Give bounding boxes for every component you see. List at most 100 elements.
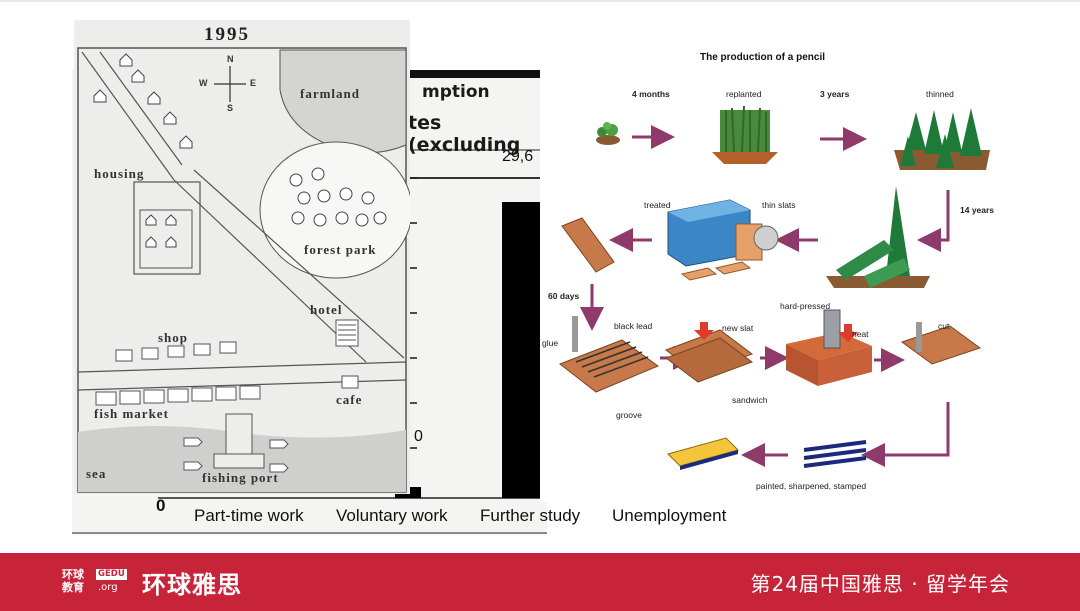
label-cafe: cafe — [336, 392, 363, 407]
footer-banner: 环球 教育 GEDU .org 环球雅思 第24届中国雅思 · 留学年会 — [0, 553, 1080, 611]
map-svg — [77, 47, 410, 493]
tree — [291, 211, 305, 225]
tree — [335, 211, 349, 225]
hotel-building — [335, 319, 359, 347]
shop-unit — [219, 341, 237, 354]
logo-org: .org — [98, 582, 118, 593]
x-label-part-time: Part-time work — [194, 506, 304, 525]
label-cut: cut — [938, 321, 950, 331]
arrow-down-left — [861, 402, 950, 467]
tree — [317, 189, 331, 203]
label-black-lead: black lead — [614, 321, 653, 331]
compass-rose — [214, 66, 246, 102]
main-road-edge — [173, 179, 367, 363]
label-hotel: hotel — [310, 302, 343, 317]
bar-data-label-further: 29,6 — [502, 148, 534, 165]
map-year: 1995 — [204, 24, 250, 45]
logo-line2: 教育 — [62, 581, 84, 594]
x-label-voluntary: Voluntary work — [336, 506, 448, 525]
x-label-further: Further study — [480, 506, 581, 525]
label-farmland: farmland — [300, 86, 360, 101]
top-divider — [0, 0, 1080, 2]
farmland-area — [279, 49, 407, 154]
finished-pencils-illustration — [803, 440, 867, 468]
chart-header-line1: mption — [422, 82, 490, 102]
label-3-years: 3 years — [820, 89, 850, 99]
house — [93, 89, 107, 103]
chart-header-line2: tes (excluding — [408, 112, 521, 156]
process-svg — [558, 105, 990, 470]
pier — [225, 413, 253, 459]
coast-road-edge — [77, 361, 407, 373]
x-label-unemployment: Unemployment — [612, 506, 727, 525]
label-glue: glue — [542, 338, 559, 348]
bar-group — [395, 202, 547, 498]
cut-slats-illustration — [900, 322, 982, 365]
event-title: 第24届中国雅思 · 留学年会 — [750, 572, 1010, 596]
label-4-months: 4 months — [632, 89, 670, 99]
market-stall — [239, 385, 261, 400]
label-housing: housing — [94, 166, 145, 181]
map-card: 1995 N W E S farmland housing forest par… — [74, 20, 410, 494]
house — [165, 214, 177, 226]
tree — [355, 213, 369, 227]
road-edge — [81, 51, 175, 181]
compass-n: N — [227, 54, 234, 64]
logo-gedu-badge: GEDU — [96, 569, 127, 580]
label-replanted: replanted — [726, 89, 762, 99]
bar-further-study — [502, 202, 547, 498]
label-60-days: 60 days — [548, 291, 580, 301]
boat — [183, 461, 203, 471]
treated-slat-illustration — [561, 217, 615, 273]
tree — [289, 173, 303, 187]
felled-trees-illustration — [826, 186, 930, 288]
replanted-illustration — [712, 105, 778, 164]
main-road-edge — [193, 169, 405, 359]
label-sandwich: sandwich — [732, 395, 768, 405]
label-thin-slats: thin slats — [762, 200, 796, 210]
label-new-slat: new slat — [722, 323, 754, 333]
compass-e: E — [250, 78, 257, 88]
house — [119, 53, 133, 67]
house — [145, 236, 157, 248]
road-edge — [99, 51, 183, 166]
boat — [269, 463, 289, 473]
logo-text: 环球 教育 — [62, 568, 84, 594]
compass-w: W — [199, 78, 208, 88]
market-stall — [143, 389, 165, 404]
label-fish-market: fish market — [94, 406, 169, 421]
label-treated: treated — [644, 200, 671, 210]
process-title: The production of a pencil — [700, 52, 825, 63]
label-heat: heat — [852, 329, 869, 339]
chart-header-bar — [408, 70, 547, 78]
label-thinned: thinned — [926, 89, 954, 99]
tree — [339, 187, 353, 201]
tree — [297, 191, 311, 205]
seedling-illustration — [596, 122, 620, 145]
y-zero-label: 0 — [156, 496, 166, 515]
label-sea: sea — [86, 466, 107, 481]
bar-data-label-voluntary: 0 — [414, 428, 423, 445]
label-shop: shop — [158, 330, 189, 345]
logo-line1: 环球 — [62, 568, 84, 581]
tree — [311, 167, 325, 181]
house — [147, 91, 161, 105]
shop-unit — [193, 343, 211, 356]
shop-unit — [115, 349, 133, 362]
label-groove: groove — [616, 410, 642, 420]
thinned-illustration — [894, 108, 990, 170]
market-stall — [191, 387, 213, 402]
market-stall — [119, 390, 141, 405]
treatment-machine-illustration — [667, 199, 779, 281]
brand-name: 环球雅思 — [142, 571, 242, 599]
house — [131, 69, 145, 83]
market-stall — [95, 391, 117, 406]
label-forest-park: forest park — [304, 242, 377, 257]
label-14-years: 14 years — [960, 205, 995, 215]
new-slat-illustration — [664, 322, 754, 383]
grooved-slat-illustration — [558, 316, 660, 393]
process-card: The production of a pencil 4 months repl… — [540, 40, 1010, 502]
arrow-down-left — [917, 190, 950, 252]
label-painted: painted, sharpened, stamped — [756, 481, 867, 491]
